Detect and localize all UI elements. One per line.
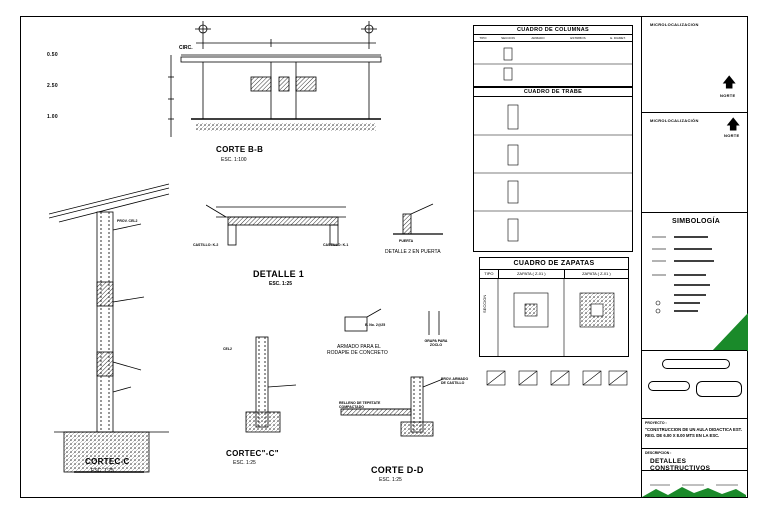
drawing-sheet: 0.50 2.50 1.00 CIRC. CORTE B-B ESC. 1:10… bbox=[20, 16, 748, 498]
detalle1-drawing bbox=[206, 204, 346, 246]
signatures-panel bbox=[642, 470, 747, 497]
option-box-3 bbox=[696, 381, 742, 397]
micro2-panel: MICROLOCALIZACIÓN 🡅 NORTE bbox=[642, 112, 747, 212]
corte-bb-scale: ESC. 1:100 bbox=[221, 157, 247, 163]
detalle2-title: DETALLE 2 EN PUERTA bbox=[385, 249, 441, 255]
cel2-label: CEL2 bbox=[223, 347, 232, 351]
micro1-panel: MICROLOCALIZACION 🡅 NORTE bbox=[642, 17, 747, 112]
castillo-k1: CASTILLO: K-1 bbox=[323, 243, 349, 247]
zapata-details bbox=[486, 370, 628, 386]
castillo-k2: CASTILLO: K-2 bbox=[193, 243, 219, 247]
puerta-label: PUERTA bbox=[399, 239, 414, 243]
simbologia-list bbox=[652, 236, 714, 314]
option-box-1 bbox=[662, 359, 730, 369]
cuadro-zapatas-rows bbox=[497, 279, 615, 357]
detalle1-scale: ESC. 1:25 bbox=[269, 281, 293, 287]
cuadro-columnas-header: TIPO SECCION ARMADO ESTRIBOS E. DIAMET. bbox=[474, 35, 632, 42]
descripcion-panel: DESCRIPCION : DETALLES CONSTRUCTIVOS bbox=[642, 448, 747, 472]
zap-z2: ZAPATA ( Z-01 ) bbox=[582, 271, 611, 276]
dim-050: 0.50 bbox=[47, 52, 58, 58]
corte-dd-drawing bbox=[340, 376, 444, 437]
cuadro-zapatas-title: CUADRO DE ZAPATAS bbox=[480, 258, 628, 270]
armado-title-1: ARMADO PARA EL bbox=[337, 344, 381, 350]
norte-1: NORTE bbox=[720, 93, 736, 98]
col-tipo: TIPO bbox=[479, 36, 487, 40]
grapa-label: GRAPA PARA ZOCLO bbox=[424, 339, 448, 347]
options-panel bbox=[642, 350, 747, 418]
cuadro-columnas: CUADRO DE COLUMNAS TIPO SECCION ARMADO E… bbox=[473, 25, 633, 87]
armado-label: E. No. 2@25 bbox=[365, 323, 386, 327]
title-block: MICROLOCALIZACION 🡅 NORTE MICROLOCALIZAC… bbox=[641, 17, 748, 497]
corte-c-scale: ESC. 1:25 bbox=[91, 468, 114, 474]
zap-z1: ZAPATA ( Z-01 ) bbox=[499, 270, 565, 278]
corte-cc2-scale: ESC. 1:25 bbox=[233, 460, 256, 466]
simbologia-title: SIMBOLOGÍA bbox=[672, 218, 721, 225]
micro1-title: MICROLOCALIZACION bbox=[650, 22, 699, 27]
circ-label: CIRC. bbox=[179, 45, 193, 51]
prov-armado-label: PROV. ARMADO DE CASTILLO bbox=[441, 377, 469, 385]
dim-100: 1.00 bbox=[47, 114, 58, 120]
zap-seccion: SECCION bbox=[482, 294, 487, 313]
dim-250: 2.50 bbox=[47, 83, 58, 89]
grapa-drawing bbox=[428, 311, 440, 335]
cuadro-trabe-title: CUADRO DE TRABE bbox=[474, 88, 632, 97]
option-box-2 bbox=[648, 381, 690, 391]
norte-2: NORTE bbox=[724, 133, 740, 138]
corte-bb-title: CORTE B-B bbox=[216, 145, 264, 154]
green-mark bbox=[712, 313, 748, 351]
cuadro-zapatas-header: TIPO ZAPATA ( Z-01 ) ZAPATA ( Z-01 ) bbox=[480, 270, 628, 279]
corte-dd-title: CORTE D-D bbox=[371, 465, 424, 475]
col-diamet: E. DIAMET. bbox=[610, 36, 626, 40]
proyecto-label: PROYECTO : bbox=[645, 421, 667, 425]
col-armado: ARMADO bbox=[531, 36, 545, 40]
proyecto-panel: PROYECTO : "CONSTRUCCION DE UN AULA DIDA… bbox=[642, 418, 747, 448]
detalle1-title: DETALLE 1 bbox=[253, 269, 305, 279]
corte-dd-scale: ESC. 1:25 bbox=[379, 477, 402, 483]
corte-cc2-title: CORTEC"-C" bbox=[226, 449, 279, 458]
cuadro-trabe: CUADRO DE TRABE bbox=[473, 87, 633, 252]
simbologia-panel: SIMBOLOGÍA bbox=[642, 212, 748, 351]
micro2-title: MICROLOCALIZACIÓN bbox=[650, 118, 699, 123]
col-seccion: SECCION bbox=[501, 36, 515, 40]
cuadro-columnas-rows bbox=[474, 47, 632, 81]
descripcion-label: DESCRIPCION : bbox=[645, 451, 672, 455]
cuadro-trabe-rows bbox=[474, 104, 632, 242]
armado-drawing bbox=[344, 308, 382, 332]
cuadro-columnas-title: CUADRO DE COLUMNAS bbox=[474, 26, 632, 35]
zap-tipo: TIPO bbox=[480, 270, 499, 278]
relleno-label: RELLENO DE TEPETATE COMPACTADO bbox=[339, 401, 381, 409]
wall-section-drawing bbox=[49, 183, 170, 473]
north-arrow-icon: 🡅 bbox=[722, 74, 737, 90]
armado-title-2: RODAPIE DE CONCRETO bbox=[327, 350, 388, 356]
detalle2-drawing bbox=[393, 203, 443, 235]
proyecto-text: "CONSTRUCCION DE UN AULA DIDACTICA EST. … bbox=[645, 427, 742, 438]
prov-cel2-left: PROV. CEL2 bbox=[117, 219, 138, 223]
descripcion-text: DETALLES CONSTRUCTIVOS bbox=[650, 458, 711, 472]
corte-bb-drawing bbox=[168, 21, 382, 137]
north-arrow-icon: 🡅 bbox=[726, 116, 741, 132]
corte-cc2-drawing bbox=[245, 336, 297, 433]
corte-c-title: CORTEC-C bbox=[85, 457, 130, 466]
cuadro-zapatas: CUADRO DE ZAPATAS TIPO ZAPATA ( Z-01 ) Z… bbox=[479, 257, 629, 357]
col-estribos: ESTRIBOS bbox=[570, 36, 586, 40]
signature-marks bbox=[642, 484, 746, 497]
